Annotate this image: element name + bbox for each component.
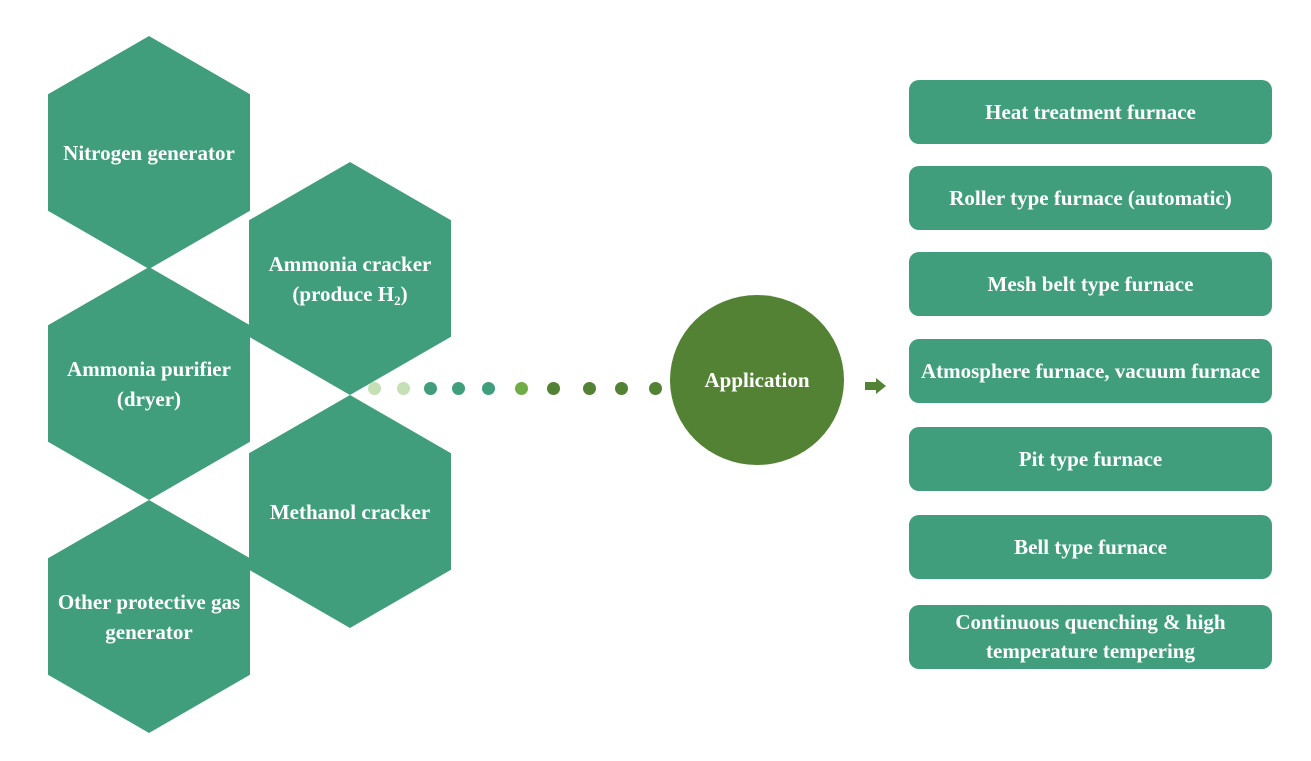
connector-dot (615, 382, 628, 395)
app-box-continuous-quenching: Continuous quenching & high temperature … (909, 605, 1272, 669)
hex-label: Ammonia cracker (produce H2) (249, 249, 451, 309)
app-label: Mesh belt type furnace (987, 271, 1194, 296)
connector-dot (452, 382, 465, 395)
app-label: Roller type furnace (automatic) (949, 185, 1232, 210)
hex-label: Other protective gas generator (57, 589, 241, 644)
connector-dot (424, 382, 437, 395)
app-label: Continuous quenching & high temperature … (955, 610, 1226, 663)
app-box-mesh-belt: Mesh belt type furnace (909, 252, 1272, 316)
app-label: Pit type furnace (1018, 446, 1163, 471)
connector-dot (397, 382, 410, 395)
subscript: 2 (394, 292, 401, 308)
connector-dot (649, 382, 662, 395)
app-label: Bell type furnace (1014, 534, 1167, 559)
connector-dot (547, 382, 560, 395)
connector-dot (583, 382, 596, 395)
hex-label-text: Ammonia cracker (produce H (268, 251, 432, 306)
application-label: Application (704, 367, 810, 392)
hex-label: Nitrogen generator (63, 140, 235, 165)
application-circle: Application (670, 295, 844, 465)
connector-dot (368, 382, 381, 395)
right-arrow-icon (865, 378, 886, 394)
app-box-atmosphere-vacuum: Atmosphere furnace, vacuum furnace (909, 339, 1272, 403)
app-box-heat-treatment: Heat treatment furnace (909, 80, 1272, 144)
hex-label: Ammonia purifier (dryer) (67, 356, 231, 411)
app-box-bell-type: Bell type furnace (909, 515, 1272, 579)
app-label: Atmosphere furnace, vacuum furnace (920, 358, 1261, 383)
app-box-pit-type: Pit type furnace (909, 427, 1272, 491)
hex-label: Methanol cracker (269, 499, 431, 524)
hex-ammonia-cracker: Ammonia cracker (produce H2) (249, 162, 451, 395)
connector-dot (515, 382, 528, 395)
hex-label-suffix: ) (400, 281, 408, 306)
hex-methanol-cracker: Methanol cracker (249, 395, 451, 628)
hex-nitrogen-generator: Nitrogen generator (48, 36, 250, 269)
hex-ammonia-purifier: Ammonia purifier (dryer) (48, 267, 250, 500)
connector-dot (482, 382, 495, 395)
app-label: Heat treatment furnace (985, 99, 1196, 124)
hex-other-gas-generator: Other protective gas generator (48, 500, 250, 733)
app-box-roller-type: Roller type furnace (automatic) (909, 166, 1272, 230)
arrow-shape (865, 378, 886, 394)
